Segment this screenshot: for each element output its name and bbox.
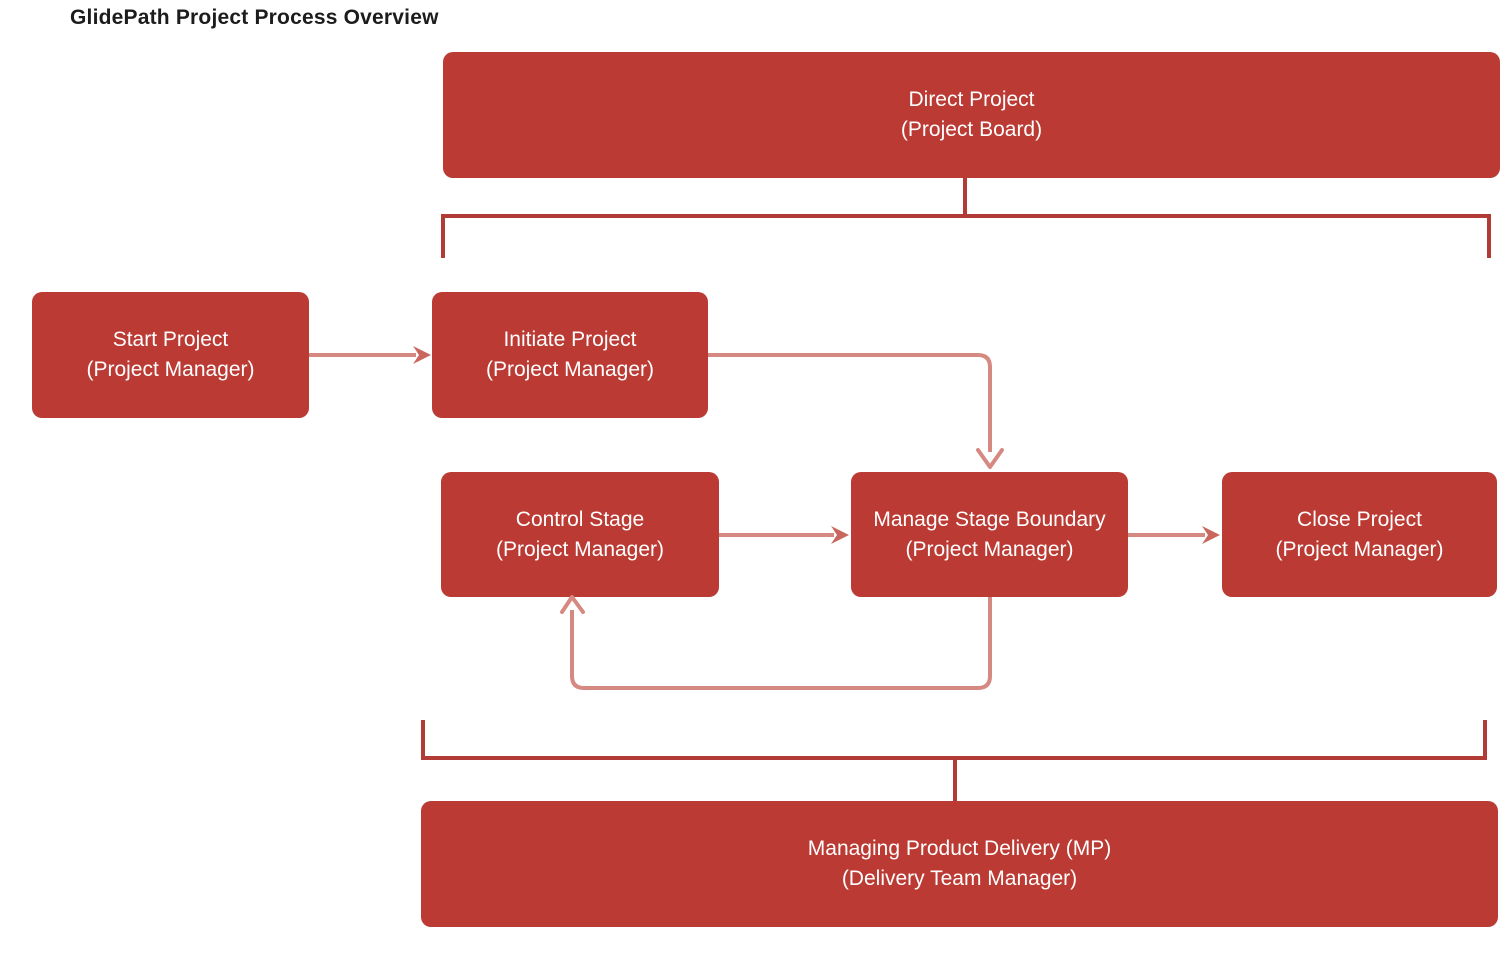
arrowhead-start-to-initiate (413, 346, 431, 364)
node-label-line1: Control Stage (515, 507, 645, 531)
node-label-line2: (Project Manager) (495, 537, 665, 561)
node-label-line1: Direct Project (908, 88, 1035, 111)
connector-manage-to-control-loop (570, 597, 992, 690)
managing-product-delivery-bracket (421, 720, 1487, 760)
node-label-line2: (Project Manager) (1275, 537, 1444, 561)
node-control-stage: Control Stage (Project Manager) (441, 472, 719, 597)
node-manage-stage-boundary: Manage Stage Boundary (Project Manager) (851, 472, 1128, 597)
connector-initiate-to-manage (708, 353, 992, 452)
arrowhead-manage-to-close (1202, 526, 1220, 544)
direct-project-bracket (441, 214, 1491, 258)
node-managing-product-delivery: Managing Product Delivery (MP) (Delivery… (421, 801, 1498, 927)
node-direct-project: Direct Project (Project Board) (443, 52, 1500, 178)
node-label-line1: Initiate Project (503, 328, 637, 351)
node-label-line2: (Project Manager) (485, 358, 655, 381)
node-label-line2: (Project Board) (900, 118, 1043, 141)
node-label-line1: Close Project (1297, 507, 1422, 531)
node-start-project: Start Project (Project Manager) (32, 292, 309, 418)
node-label-line1: Manage Stage Boundary (873, 507, 1106, 531)
node-label-line1: Managing Product Delivery (MP) (807, 837, 1112, 860)
node-label-line1: Start Project (112, 328, 229, 351)
arrowhead-initiate-to-manage (976, 448, 1004, 469)
node-close-project: Close Project (Project Manager) (1222, 472, 1497, 597)
node-label-line2: (Project Manager) (905, 537, 1074, 561)
diagram-title: GlidePath Project Process Overview (70, 6, 439, 29)
node-label-line2: (Project Manager) (86, 358, 255, 381)
node-label-line2: (Delivery Team Manager) (841, 867, 1078, 890)
node-initiate-project: Initiate Project (Project Manager) (432, 292, 708, 418)
arrowhead-manage-to-control-loop (560, 595, 585, 614)
arrowhead-control-to-manage (831, 526, 849, 544)
